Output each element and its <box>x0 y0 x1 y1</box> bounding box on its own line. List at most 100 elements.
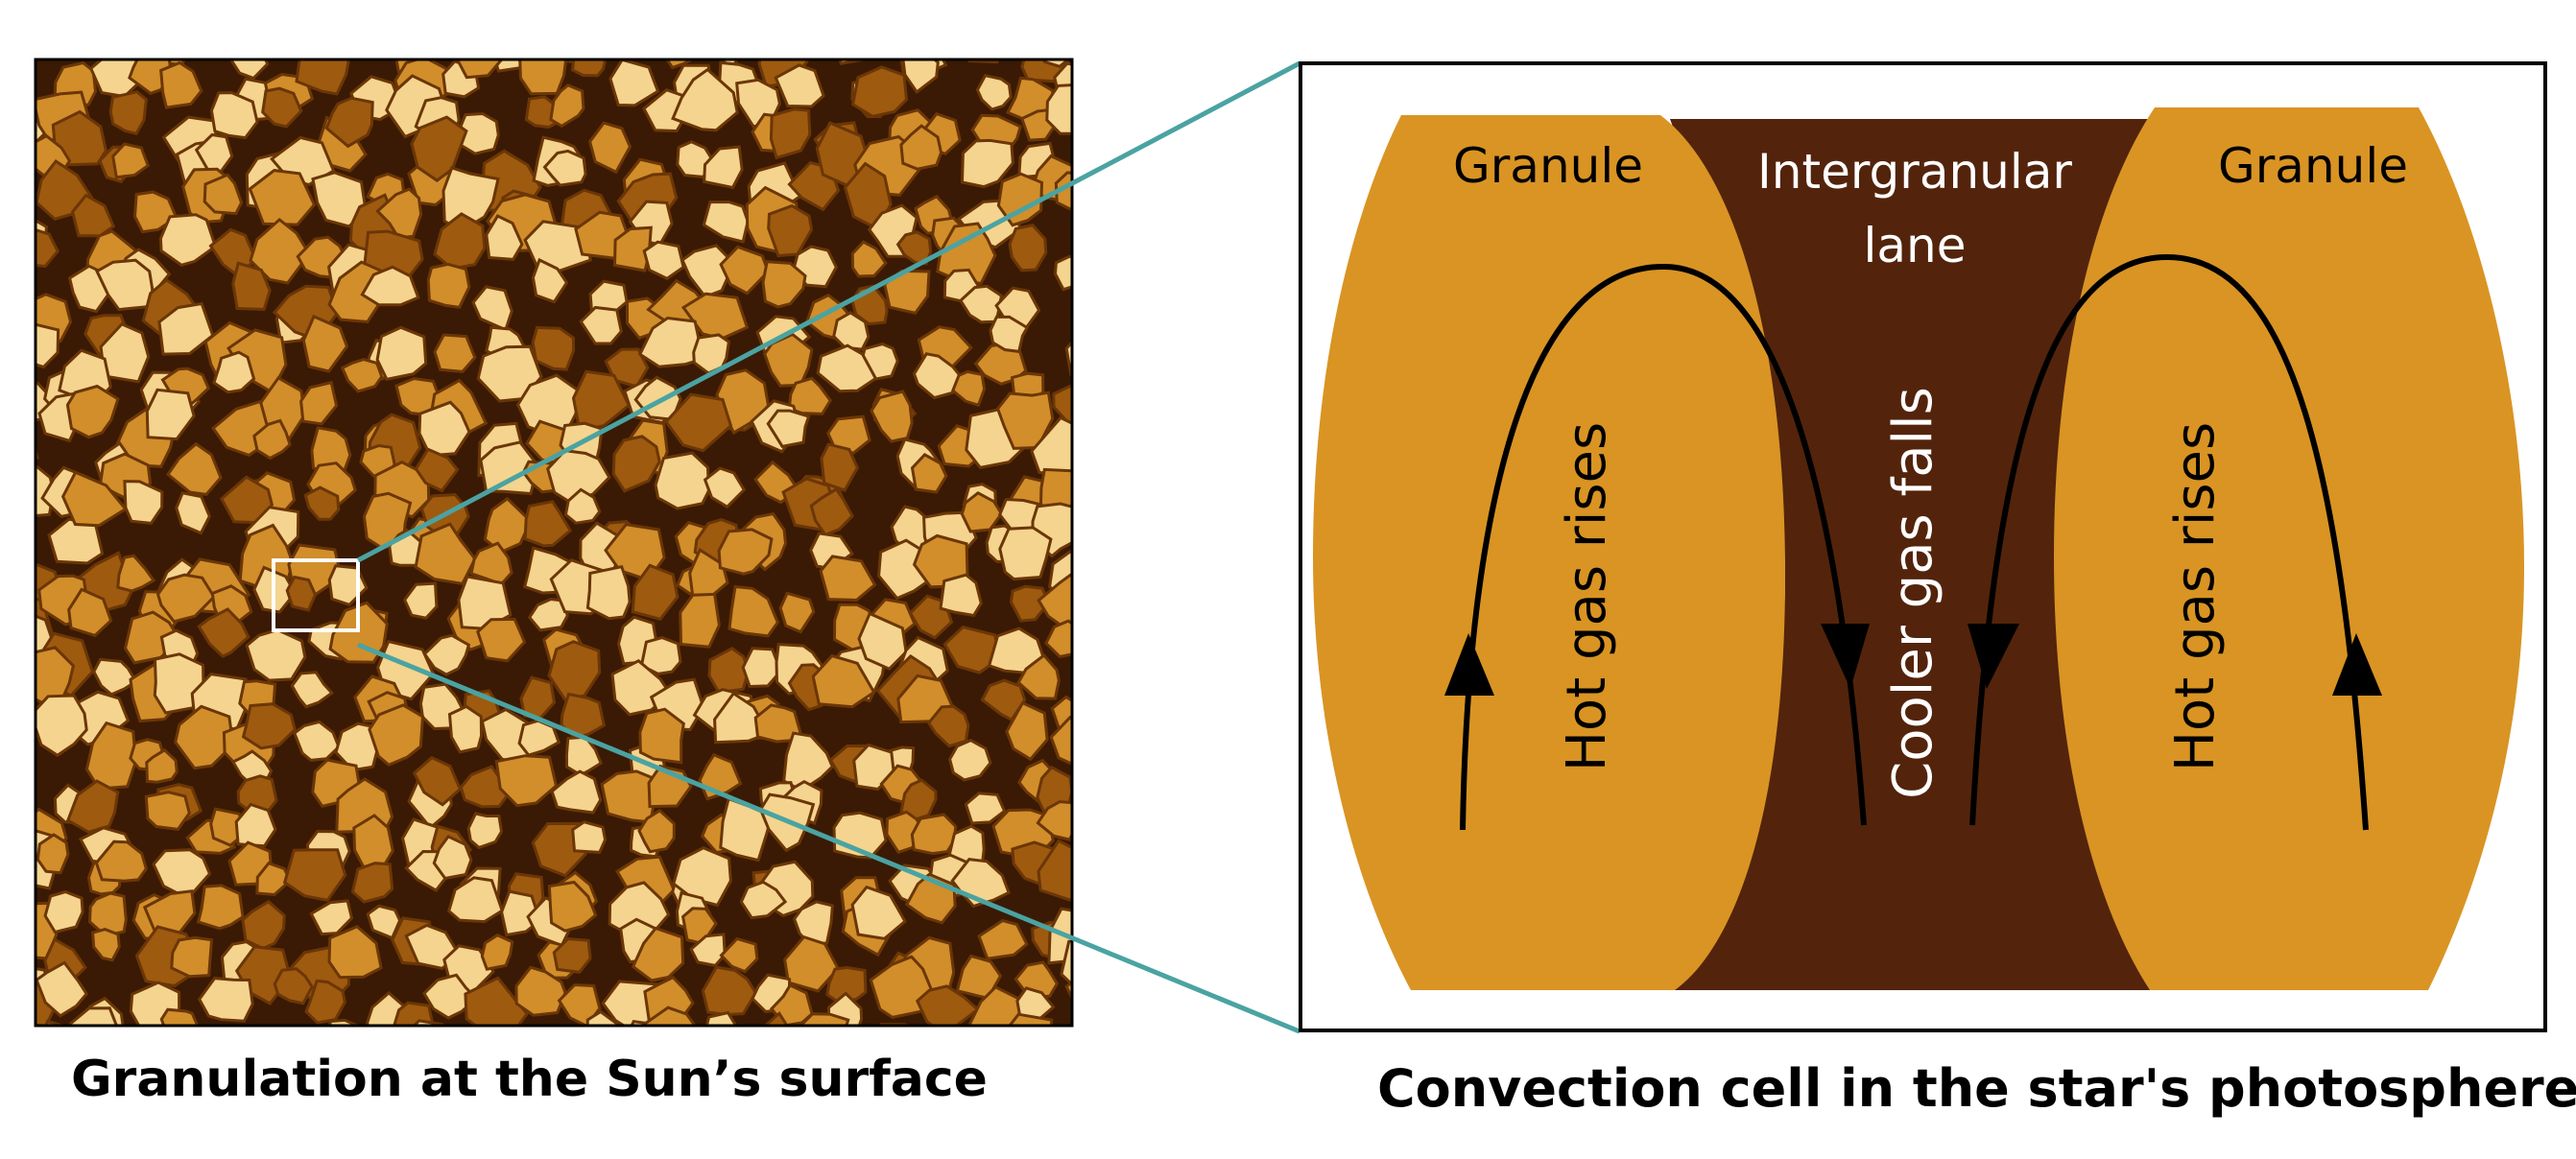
granule-cell <box>158 213 218 267</box>
granule-cell <box>90 0 137 55</box>
granule-cell <box>1088 769 1133 815</box>
granule-cell <box>145 747 179 784</box>
arrowhead-down-center-right-icon <box>1968 624 2019 689</box>
granule-cell <box>447 704 484 754</box>
granule-cell <box>485 214 524 261</box>
granule-cell <box>589 0 635 58</box>
flow-arc-left <box>1460 263 1867 831</box>
granule-cell <box>94 840 148 883</box>
granule-cell <box>282 848 347 902</box>
granule-cell <box>375 325 428 382</box>
granule-cell <box>241 702 297 750</box>
granule-cell <box>1009 584 1051 623</box>
granule-cell <box>494 754 559 808</box>
granule-cell <box>69 1006 119 1026</box>
granule-cell <box>1091 438 1130 482</box>
granule-cell <box>1095 19 1155 72</box>
granule-cell <box>608 59 660 107</box>
granule-cell <box>1047 907 1072 965</box>
granule-cell <box>518 59 568 96</box>
granule-cell <box>713 691 772 745</box>
arrowhead-up-left-icon <box>1444 633 1494 696</box>
granule-cell <box>174 704 235 770</box>
granule-cell <box>292 720 341 762</box>
granule-cell <box>719 245 771 296</box>
granule-cell <box>67 587 113 638</box>
granule-cell <box>701 965 758 1017</box>
granule-cell <box>531 257 569 304</box>
granule-cell <box>324 96 374 149</box>
granule-cell <box>637 809 676 854</box>
granule-cell <box>203 173 244 216</box>
granule-cell <box>160 367 211 413</box>
granule-cell <box>327 260 383 324</box>
granule-cell <box>261 86 303 129</box>
granule-cell <box>91 928 121 962</box>
granule-cell <box>60 470 129 528</box>
granule-cell <box>980 678 1027 722</box>
granule-cell <box>851 0 901 45</box>
granule-cell <box>966 59 1000 64</box>
granule-cell <box>739 880 788 920</box>
granule-cell <box>327 924 383 980</box>
granule-cell <box>132 190 179 234</box>
granule-cell <box>550 769 603 815</box>
granule-cell <box>899 124 943 171</box>
granule-cell <box>672 846 732 908</box>
granule-cell <box>1115 566 1150 602</box>
granule-cell <box>0 744 14 788</box>
granule-cell <box>159 60 203 109</box>
granule-cell <box>414 522 477 586</box>
granule-cell <box>664 392 733 453</box>
granule-cell <box>1123 285 1157 316</box>
granule-cell <box>36 833 70 875</box>
granule-cell <box>850 240 888 278</box>
arrowhead-up-right-icon <box>2332 633 2382 696</box>
granule-cell <box>767 203 814 258</box>
granule-cell <box>654 451 710 510</box>
granule-cell <box>412 755 463 807</box>
granule-cell <box>402 581 439 620</box>
granule-cell <box>753 703 803 744</box>
granule-cell <box>870 390 914 443</box>
granule-cell <box>1005 700 1049 762</box>
granule-cell <box>248 169 317 226</box>
granule-right-shape <box>2054 107 2524 990</box>
granule-cell <box>704 1010 738 1026</box>
granule-cell <box>285 575 318 612</box>
granule-cell <box>542 149 587 187</box>
granule-cell <box>600 769 657 824</box>
granule-cell <box>1091 689 1133 734</box>
granule-cell <box>809 486 854 537</box>
granule-cell <box>557 982 602 1026</box>
granule-cell <box>960 138 1014 189</box>
granule-cell <box>476 617 527 663</box>
arrowhead-down-center-left-icon <box>1821 624 1870 689</box>
granule-cell <box>703 145 744 190</box>
granule-cell <box>1060 939 1072 987</box>
granule-cell <box>43 0 97 48</box>
granule-cell <box>958 284 1004 324</box>
granule-cell <box>274 59 282 61</box>
granule-cell <box>209 91 259 140</box>
granule-cell <box>542 1 596 54</box>
granule-cell <box>1064 340 1072 376</box>
granule-cell <box>340 358 384 393</box>
granule-cell <box>571 820 608 854</box>
granule-cell <box>241 899 286 951</box>
zoom-selection-box <box>272 558 360 632</box>
granule-cell <box>303 485 341 521</box>
granule-cell <box>255 861 293 897</box>
granule-cell <box>311 171 368 228</box>
granule-cell <box>1042 59 1071 68</box>
granule-cell <box>1117 1043 1152 1076</box>
granule-cell <box>368 703 425 767</box>
granule-cell <box>212 350 256 394</box>
granule-cell <box>0 536 35 579</box>
granule-cell <box>761 260 807 309</box>
granule-cell <box>0 3 51 59</box>
granule-cell <box>479 440 537 496</box>
granule-cell <box>563 487 602 525</box>
granule-cell <box>719 936 759 974</box>
